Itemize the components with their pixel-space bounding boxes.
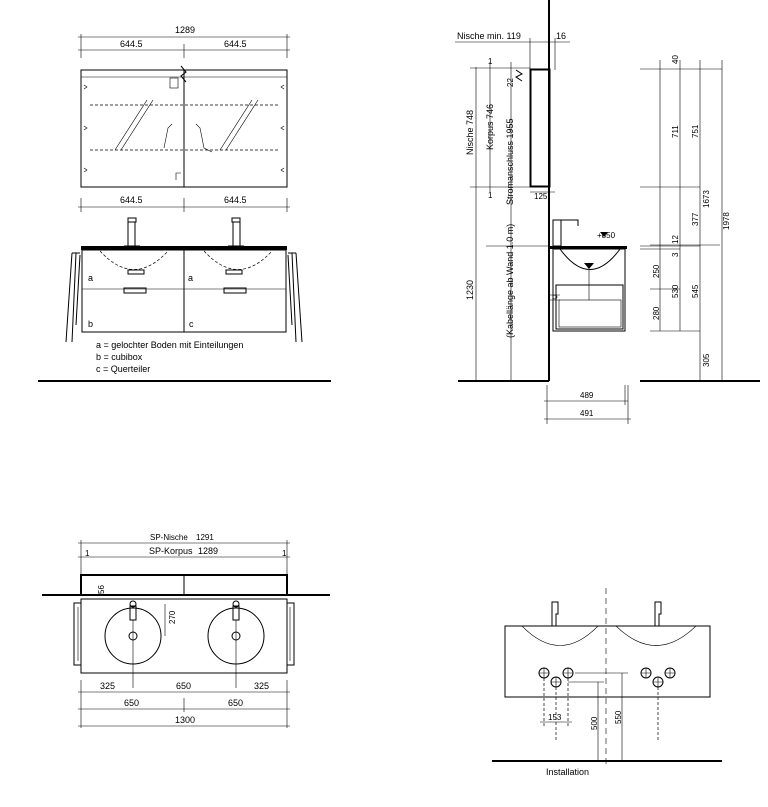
dim-545: 545 — [691, 284, 700, 298]
label-a-right: a — [188, 273, 193, 283]
dim-16: 16 — [556, 31, 566, 41]
dim-3: 3 — [671, 252, 680, 257]
dim-650-right: 650 — [228, 698, 243, 708]
dim-711: 711 — [671, 125, 680, 138]
dim-1300: 1300 — [175, 715, 195, 725]
dim-22: 22 — [506, 78, 515, 87]
niche-min-label: Nische min. 119 — [457, 31, 521, 41]
label-b: b — [88, 319, 93, 329]
power-symbol-icon — [180, 65, 187, 83]
dim-12: 12 — [671, 235, 680, 244]
dim-489: 489 — [580, 391, 594, 400]
dim-1230: 1230 — [465, 280, 475, 300]
dim-153: 153 — [548, 713, 562, 722]
legend-a: a = gelochter Boden mit Einteilungen — [96, 340, 243, 350]
faucet-left — [124, 217, 140, 247]
dim-1291: 1291 — [196, 533, 214, 542]
installation-title: Installation — [546, 767, 589, 777]
vanity-plan — [80, 598, 288, 674]
dim-250: 250 — [652, 264, 661, 278]
label-c: c — [189, 319, 194, 329]
niche-748-label: Nische 748 — [465, 110, 475, 155]
dim-650-mid: 650 — [176, 681, 191, 691]
dim-1673: 1673 — [702, 190, 711, 208]
installation-view: 153 500 550 Installation — [492, 588, 722, 777]
dim-1289: 1289 — [175, 25, 195, 35]
dim-270: 270 — [168, 610, 177, 624]
sp-korpus-label: SP-Korpus — [149, 546, 193, 556]
legend-c: c = Querteiler — [96, 364, 150, 374]
dim-1-bottom: 1 — [488, 191, 493, 200]
dim-280: 280 — [652, 306, 661, 320]
dim-1-top: 1 — [488, 57, 493, 66]
dim-325-left: 325 — [100, 681, 115, 691]
installation-faucet-left — [551, 601, 559, 626]
dim-530: 530 — [671, 284, 680, 298]
faucet-right — [228, 217, 244, 247]
dim-1-right: 1 — [282, 549, 287, 558]
installation-faucet-right — [654, 601, 662, 626]
dim-40: 40 — [671, 55, 680, 64]
dim-125: 125 — [534, 192, 548, 201]
dim-491: 491 — [580, 409, 594, 418]
vanity-top — [81, 246, 287, 250]
dim-1978: 1978 — [722, 212, 731, 230]
dim-644-lower-left: 644.5 — [120, 195, 143, 205]
dim-751: 751 — [691, 124, 700, 138]
dim-1-left: 1 — [85, 549, 90, 558]
stromanschluss-label: Stromanschluss 1955 — [505, 118, 515, 205]
plan-view: SP-Nische 1291 SP-Korpus 1289 1 1 56 270… — [42, 533, 330, 728]
dim-500: 500 — [590, 716, 599, 730]
korpus-746-label: Korpus 746 — [485, 104, 495, 150]
dim-550: 550 — [614, 710, 623, 724]
kabel-label: (Kabellänge ab Wand 1.0 m) — [505, 224, 515, 338]
dim-305: 305 — [702, 353, 711, 367]
label-a-left: a — [88, 273, 93, 283]
dim-644-left: 644.5 — [120, 39, 143, 49]
front-view: 1289 644.5 644.5 644.5 644.5 — [38, 25, 331, 382]
dim-644-right: 644.5 — [224, 39, 247, 49]
dim-377: 377 — [691, 212, 700, 226]
dim-56: 56 — [97, 585, 106, 594]
vanity-side — [548, 219, 627, 332]
dim-644-lower-right: 644.5 — [224, 195, 247, 205]
sp-nische-label: SP-Nische — [150, 533, 188, 542]
mirror-cabinet-side — [529, 68, 551, 188]
dim-850: +850 — [597, 231, 616, 240]
installation-vanity — [504, 625, 711, 698]
power-symbol-side-icon — [515, 69, 523, 82]
dim-650-left: 650 — [124, 698, 139, 708]
dim-1289-plan: 1289 — [198, 546, 218, 556]
side-view: Nische min. 119 16 1 1 22 Nische 748 Kor… — [455, 0, 760, 424]
dim-325-right: 325 — [254, 681, 269, 691]
legend-b: b = cubibox — [96, 352, 143, 362]
